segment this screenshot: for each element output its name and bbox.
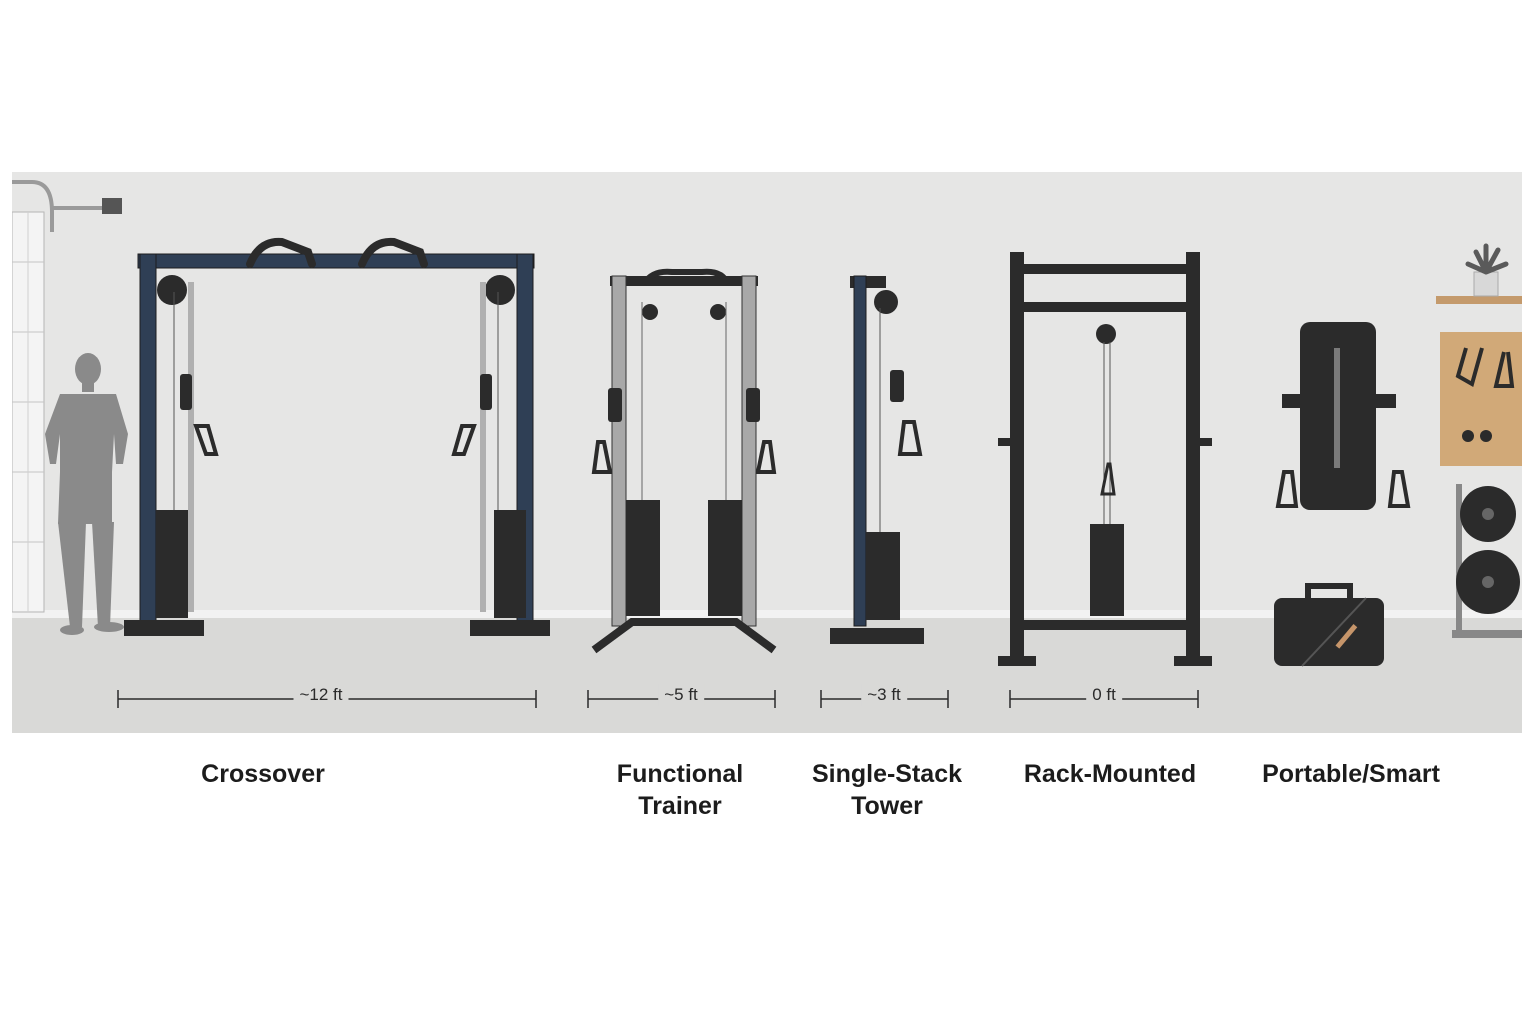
- scene-illustration: [12, 172, 1522, 733]
- category-label-line: Trainer: [638, 792, 722, 820]
- crossover-machine: [124, 237, 550, 636]
- category-label-line: Functional: [616, 760, 744, 788]
- category-label-line: Tower: [851, 792, 923, 820]
- handle-icon: [591, 440, 613, 474]
- weight-stack-icon: [156, 510, 188, 618]
- portable-smart-device: [1274, 322, 1411, 667]
- category-label-line: Single-Stack: [811, 760, 963, 788]
- handle-icon: [897, 420, 923, 456]
- pegboard-icon: [1440, 332, 1522, 466]
- category-label-crossover: Crossover: [201, 758, 325, 790]
- category-label-line: Portable/Smart: [1262, 760, 1440, 788]
- category-label-single-stack-tower: Single-Stack Tower: [812, 758, 962, 822]
- category-label-portable-smart: Portable/Smart: [1262, 758, 1440, 790]
- handle-icon: [755, 440, 777, 474]
- rack-mounted-machine: [998, 252, 1212, 666]
- plate-rack-icon: [1452, 484, 1522, 638]
- weight-stack-icon: [708, 500, 742, 616]
- category-label-line: Rack-Mounted: [1023, 760, 1197, 788]
- handle-icon: [451, 424, 477, 456]
- baseboard: [12, 610, 1522, 618]
- plant-icon: [1436, 243, 1522, 304]
- dimension-label-crossover: ~12 ft: [293, 684, 349, 706]
- handle-icon: [193, 424, 219, 456]
- dimension-label-single-stack-tower: ~3 ft: [861, 684, 907, 706]
- weight-stack-icon: [626, 500, 660, 616]
- weight-stack-icon: [1090, 524, 1124, 616]
- weight-stack-icon: [866, 532, 900, 620]
- dimension-label-functional-trainer: ~5 ft: [658, 684, 704, 706]
- functional-trainer-machine: [591, 268, 777, 654]
- garage-scene: ~12 ft ~5 ft ~3 ft 0 ft: [12, 172, 1522, 733]
- category-label-rack-mounted: Rack-Mounted: [1024, 758, 1196, 790]
- handle-icon: [1100, 462, 1116, 496]
- floor: [12, 618, 1522, 733]
- handle-icon: [1275, 470, 1299, 508]
- single-stack-tower-machine: [830, 275, 924, 644]
- category-label-line: Crossover: [201, 760, 325, 788]
- weight-stack-icon: [494, 510, 526, 618]
- handle-icon: [1387, 470, 1411, 508]
- dimension-label-rack-mounted: 0 ft: [1086, 684, 1122, 706]
- garage-door-icon: [12, 180, 122, 613]
- person-silhouette-icon: [45, 353, 128, 635]
- category-label-functional-trainer: Functional Trainer: [617, 758, 743, 822]
